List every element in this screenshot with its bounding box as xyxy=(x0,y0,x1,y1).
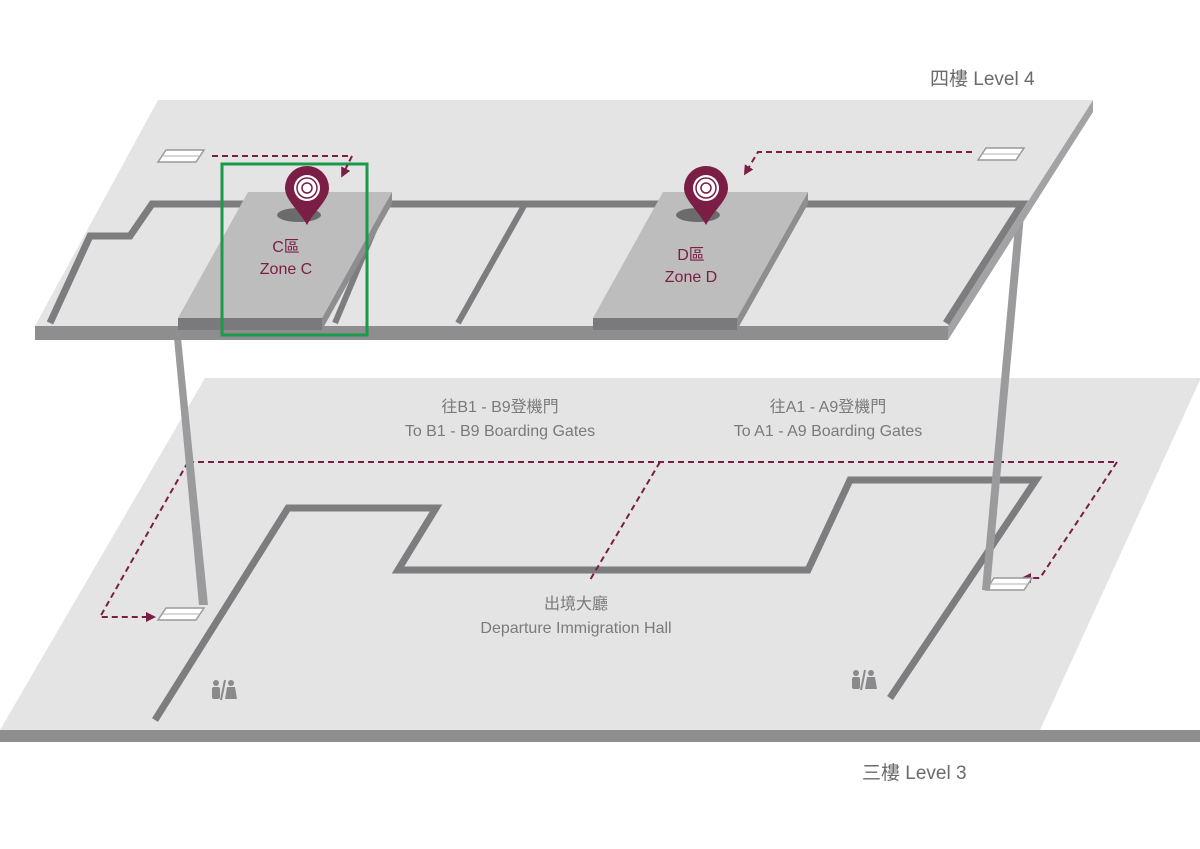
a-gates-label: 往A1 - A9登機門 To A1 - A9 Boarding Gates xyxy=(698,396,958,444)
location-pin-icon[interactable] xyxy=(676,166,728,225)
a-gates-zh: 往A1 - A9登機門 xyxy=(769,399,887,416)
route-to-hall xyxy=(589,461,661,581)
level-3-label: 三樓 Level 3 xyxy=(862,763,967,784)
a-gates-en: To A1 - A9 Boarding Gates xyxy=(733,423,923,440)
escalator-icon xyxy=(984,577,1034,591)
zone-c-block[interactable] xyxy=(178,192,392,330)
zone-c-highlight xyxy=(220,162,369,337)
level-3-routes xyxy=(98,461,1118,622)
b-gates-en: To B1 - B9 Boarding Gates xyxy=(404,423,596,440)
zone-c-en: Zone C xyxy=(259,261,313,278)
zone-d-en: Zone D xyxy=(664,269,718,286)
support-posts xyxy=(174,215,1024,605)
level-4-partition xyxy=(455,202,528,325)
escalator-icon xyxy=(156,607,206,621)
level-4-routes xyxy=(212,151,972,178)
route-to-zone-c xyxy=(212,155,354,178)
level-3-floor xyxy=(0,378,1200,742)
hall-zh: 出境大廳 xyxy=(543,596,608,613)
restroom-icon xyxy=(852,669,877,691)
zone-c-label[interactable]: C區 Zone C xyxy=(238,237,334,281)
level-4-label: 四樓 Level 4 xyxy=(930,69,1035,90)
hall-en: Departure Immigration Hall xyxy=(480,620,672,637)
zone-d-block[interactable] xyxy=(593,192,808,330)
zone-d-zh: D區 xyxy=(677,247,705,264)
escalator-icon xyxy=(156,149,206,163)
zone-d-label[interactable]: D區 Zone D xyxy=(643,245,739,289)
b-gates-label: 往B1 - B9登機門 To B1 - B9 Boarding Gates xyxy=(370,396,630,444)
route-to-b-gates xyxy=(98,461,189,622)
b-gates-zh: 往B1 - B9登機門 xyxy=(441,399,559,416)
hall-label: 出境大廳 Departure Immigration Hall xyxy=(446,593,706,641)
level-4-outer-wall xyxy=(46,200,1029,325)
restroom-icon xyxy=(212,679,237,701)
zone-c-zh: C區 xyxy=(272,239,300,256)
location-pin-icon[interactable] xyxy=(277,166,329,225)
escalator-icon xyxy=(976,147,1026,161)
route-to-zone-d xyxy=(743,151,972,176)
level-3-corridor-wall xyxy=(152,476,1043,722)
